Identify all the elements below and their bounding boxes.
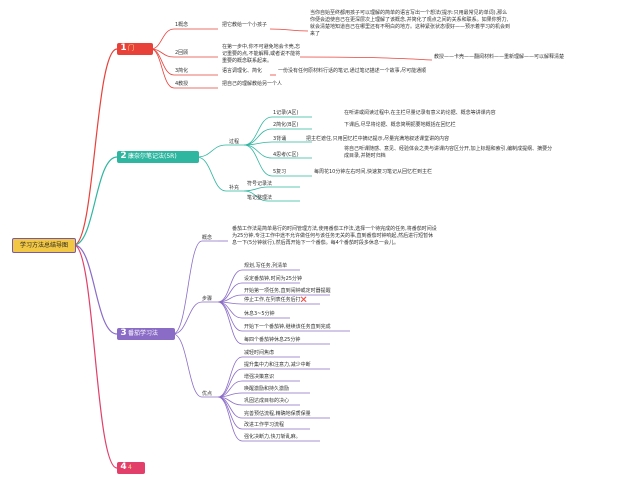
branch-3-label: 番茄学习法 [128,330,159,337]
b3-step-5[interactable]: 休息3~5分钟 [244,311,275,317]
connector-b3-a4 [217,392,310,398]
connector-b3-a2 [217,368,330,398]
b2-process-review-detail[interactable]: 每周花10分钟左右时间,快速复习笔记从回忆栏到主栏 [314,169,432,175]
connector-b2-p3 [243,141,312,146]
connector-b2-p5 [243,144,312,177]
connector-root-b2 [73,156,118,246]
b3-concept-note[interactable]: 番茄工作法是简单易行的时间管理方法,使用番茄工作法,选择一个待完成的任务,将番茄… [232,226,437,246]
connector-b1-2 [150,48,218,58]
b1-item-review[interactable]: 2回顾 [175,50,189,56]
b2-group-process[interactable]: 过程 [229,139,240,145]
b2-process-simplify-detail[interactable]: 下课后,尽早将论据、概念简明扼要地概括在回忆栏 [344,122,456,128]
b3-step-4[interactable]: 停止工作,在列表任务后打❌ [244,297,307,303]
b1-item-review-note[interactable]: 教授——卡壳——翻阅材料——重新理解——可以解释清楚 [434,54,565,60]
connector-b3-a1 [217,356,300,398]
connector-b2-p2 [243,128,312,146]
connector-b3-steps [172,301,218,335]
b3-step-2[interactable]: 设定番茄钟,时间为25分钟 [244,276,302,282]
connector-b3-concept [172,240,218,335]
connector-root-b3 [73,244,118,335]
connector-root-b4 [73,244,118,469]
branch-2-label: 康奈尔笔记法(5R) [128,153,177,160]
connector-b3-s7 [217,301,330,345]
b2-process-record[interactable]: 1记录(A区) [273,110,299,116]
connector-b2-supp [196,156,244,192]
b3-adv-8[interactable]: 强化决断力,快刀斩乱麻。 [244,434,301,440]
b2-supp-organize[interactable]: 笔记整理法 [247,195,273,201]
connector-b1-1-note [269,28,309,32]
branch-1-label: 门 [128,45,135,52]
connector-root-b1 [73,48,118,246]
b2-supp-symbol[interactable]: 符号记录法 [247,181,273,187]
root-topic[interactable]: 学习方法总结导图 [12,238,76,253]
b1-item-simplify-detail[interactable]: 语言调理化、简化 [222,68,263,74]
b3-adv-1[interactable]: 减轻时间焦虑 [244,350,275,356]
b2-process-recite-detail[interactable]: 把主栏遮住,只用回忆栏中摘记提示,尽量完满地叙述课堂讲的内容 [306,136,450,142]
b3-adv-2[interactable]: 提升集中力和注意力,减少中断 [244,362,311,368]
branch-2[interactable]: 2康奈尔笔记法(5R) [117,151,199,163]
b1-item-simplify-note[interactable]: 一份没有任何原材料行话的笔记,通过笔记描述一个故事,尽可能通顺 [278,68,427,74]
branch-1-number: 1 [120,43,127,53]
connector-b2-p4 [243,144,312,159]
b2-process-think-detail[interactable]: 将自己听课随感、意见、经验体会之类与讲课内容区分开,加上标题和索引,编制成提纲、… [344,146,553,159]
b1-item-simplify[interactable]: 3简化 [175,68,189,74]
branch-4-label: 4 [128,464,132,471]
b2-process-review[interactable]: 5复习 [273,169,287,175]
b2-group-supplement[interactable]: 补充 [229,185,240,191]
connector-b2-process [196,144,244,158]
b3-adv-7[interactable]: 改进工作学习流程 [244,422,285,428]
b3-adv-5[interactable]: 巩固达成目标的决心 [244,398,290,404]
connector-b1-2-note [299,56,433,61]
b3-step-1[interactable]: 规划,写任务,列清单 [244,263,288,269]
connector-b3-adv [172,333,218,398]
connector-b2-p1 [243,116,312,146]
connector-b3-a8 [217,396,320,442]
b3-adv-3[interactable]: 增强决策意识 [244,374,275,380]
b2-process-recite[interactable]: 3背诵 [273,136,287,142]
connector-b2-s2 [243,190,300,202]
b2-process-think[interactable]: 4思考(C区) [273,152,299,158]
b3-group-concept[interactable]: 概念 [202,235,213,241]
connector-b3-a3 [217,380,300,398]
connector-b2-s1 [243,186,300,192]
b3-group-steps[interactable]: 步骤 [202,296,213,302]
connector-b3-s2 [217,282,300,303]
b1-item-teach[interactable]: 4教授 [175,81,189,87]
branch-1[interactable]: 1门 [117,43,153,55]
connector-b1-4 [150,48,218,89]
branch-3[interactable]: 3番茄学习法 [117,328,175,340]
connector-b1-1 [150,28,218,50]
b1-item-concept-detail[interactable]: 把它教给一个小孩子 [222,22,268,28]
branch-3-number: 3 [120,328,127,338]
b3-step-3[interactable]: 开始第一项任务,直到闹钟或定时器提醒 [244,288,331,294]
b1-item-teach-detail[interactable]: 把自己的理解教给另一个人 [222,81,283,87]
branch-4[interactable]: 44 [117,462,145,474]
b3-group-advantages[interactable]: 优点 [202,391,213,397]
branch-2-number: 2 [120,151,127,161]
b1-item-concept[interactable]: 1概念 [175,22,189,28]
b3-adv-6[interactable]: 完善预估流程,精确地保质保量 [244,411,311,417]
b2-process-simplify[interactable]: 2简化(B区) [273,122,299,128]
b1-item-review-detail[interactable]: 在第一步中,你不可避免地会卡壳,忘记重要的点,不能解释,或者说不能将重要的概念联… [222,44,301,64]
b3-step-6[interactable]: 开始下一个番茄钟,继续该任务直到完成 [244,324,331,330]
b3-adv-4[interactable]: 唤醒激励和持久激励 [244,386,290,392]
connector-b3-s1 [217,269,300,303]
b1-item-concept-note[interactable]: 当你自始至终都用孩子可以理解的简单的语言写出一个想法(提示:只用最常见的单词),… [310,10,511,37]
branch-4-number: 4 [120,462,127,472]
b2-process-record-detail[interactable]: 在听讲或阅读过程中,在主栏尽量记录有意义的论据、概念等讲课内容 [344,110,496,116]
b3-step-7[interactable]: 每四个番茄钟休息25分钟 [244,337,301,343]
